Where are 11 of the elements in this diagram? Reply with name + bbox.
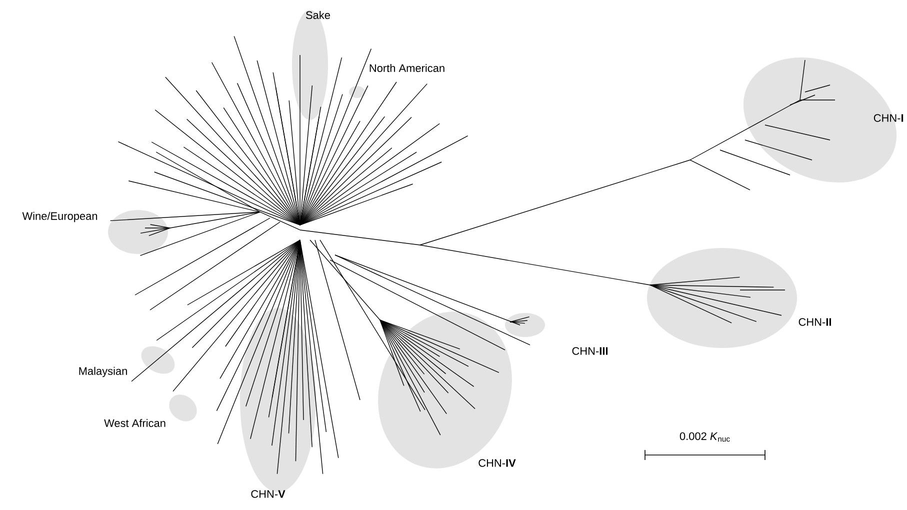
clade-label: CHN-II [798, 318, 831, 326]
clade-label: 0.002 K$_{nuc}$ [680, 432, 730, 442]
clade-label: CHN-I [874, 114, 904, 122]
clade-label: Sake [306, 10, 330, 20]
clade-label: CHN-IV [478, 459, 516, 467]
clade-label: North American [370, 64, 444, 72]
clade-label: CHN-V [251, 490, 286, 498]
clade-label: Wine/European [22, 212, 98, 222]
clade-label: CHN-III [572, 347, 608, 355]
clade-label: Malaysian [79, 366, 127, 378]
clade-label: West African [104, 418, 166, 428]
